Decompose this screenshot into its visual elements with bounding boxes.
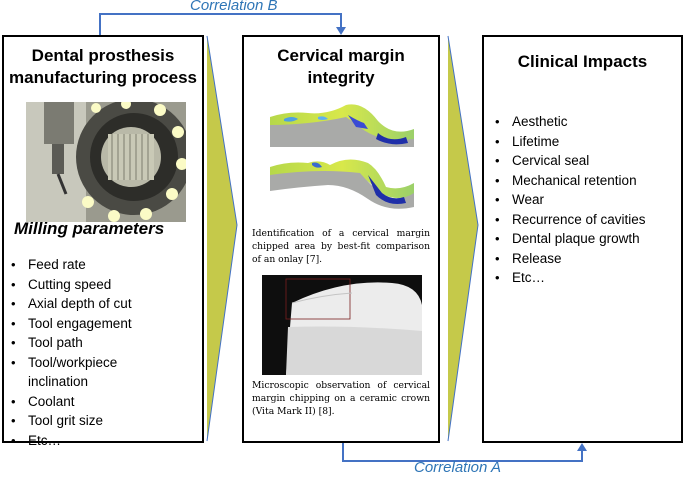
list-item: Etc… <box>490 268 680 288</box>
list-item: Tool engagement <box>6 314 196 334</box>
list-item: Cervical seal <box>490 151 680 171</box>
milling-parameters-list: Feed rate Cutting speed Axial depth of c… <box>6 255 196 450</box>
manufacturing-process-box: Dental prosthesis manufacturing process <box>2 35 204 443</box>
list-item: Recurrence of cavities <box>490 210 680 230</box>
correlation-b-label: Correlation B <box>190 0 278 14</box>
cervical-margin-box: Cervical margin integrity <box>242 35 440 443</box>
clinical-impacts-list: Aesthetic Lifetime Cervical seal Mechani… <box>490 112 680 288</box>
list-item: Lifetime <box>490 132 680 152</box>
list-item: Feed rate <box>6 255 196 275</box>
list-item: Coolant <box>6 392 196 412</box>
milling-parameters-subtitle: Milling parameters <box>14 219 164 239</box>
crown-caption: Microscopic observation of cervical marg… <box>252 379 430 418</box>
scan-caption: Identification of a cervical margin chip… <box>252 227 430 266</box>
correlation-b-line <box>100 14 341 35</box>
list-item: Wear <box>490 190 680 210</box>
milling-machine-photo <box>26 102 186 222</box>
list-item: Dental plaque growth <box>490 229 680 249</box>
process-arrow-2 <box>448 36 478 441</box>
list-item: Tool path <box>6 333 196 353</box>
manufacturing-title: Dental prosthesis manufacturing process <box>4 45 202 89</box>
list-item: Aesthetic <box>490 112 680 132</box>
list-item: Mechanical retention <box>490 171 680 191</box>
list-item: Etc… <box>6 431 196 451</box>
correlation-a-label: Correlation A <box>414 459 501 476</box>
list-item-continuation: inclination <box>6 372 196 392</box>
clinical-impacts-title: Clinical Impacts <box>484 51 681 73</box>
list-item: Release <box>490 249 680 269</box>
correlation-b-arrowhead <box>336 27 346 35</box>
list-item: Axial depth of cut <box>6 294 196 314</box>
list-item: Tool/workpiece <box>6 353 196 373</box>
list-item: Cutting speed <box>6 275 196 295</box>
correlation-a-arrowhead <box>577 443 587 451</box>
list-item: Tool grit size <box>6 411 196 431</box>
best-fit-scan-image <box>268 103 418 221</box>
clinical-impacts-box: Clinical Impacts Aesthetic Lifetime Cerv… <box>482 35 683 443</box>
process-arrow-1 <box>207 36 237 441</box>
ceramic-crown-photo <box>262 275 422 375</box>
cervical-margin-title: Cervical margin integrity <box>244 45 438 89</box>
